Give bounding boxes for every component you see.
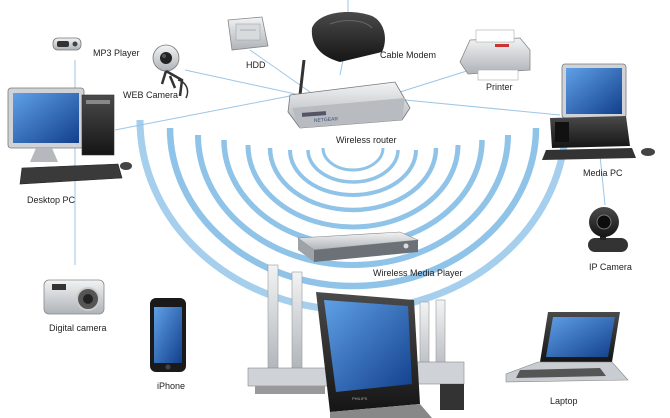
ip-camera-icon (588, 207, 628, 252)
laptop-icon (505, 312, 629, 383)
home-theater-icon (247, 264, 465, 418)
label-laptop: Laptop (550, 396, 578, 406)
label-desktop-pc: Desktop PC (27, 195, 76, 205)
hard-drive-icon (227, 16, 269, 51)
tv-brand-logo: PHILIPS (352, 396, 368, 401)
label-printer: Printer (486, 82, 513, 92)
label-hdd: HDD (246, 60, 266, 70)
smartphone-icon (150, 298, 186, 372)
connection-lines (74, 0, 606, 265)
cable-modem-icon (311, 12, 385, 62)
label-ip-camera: IP Camera (589, 262, 632, 272)
wireless-waves (136, 119, 570, 314)
label-wireless-router: Wireless router (336, 135, 397, 145)
digital-camera-icon (43, 279, 105, 315)
router-brand-logo: NETGEAR (314, 116, 339, 124)
label-iphone: iPhone (157, 381, 186, 391)
printer-icon (459, 29, 531, 81)
label-web-camera: WEB Camera (123, 90, 179, 100)
label-cable-modem: Cable Modem (380, 50, 437, 60)
web-camera-icon (152, 44, 189, 99)
mp3-player-icon (52, 37, 82, 51)
label-digital-camera: Digital camera (49, 323, 107, 333)
label-media-pc: Media PC (583, 168, 623, 178)
desktop-pc-icon (7, 87, 132, 185)
label-wireless-media-player: Wireless Media Player (373, 268, 463, 278)
media-pc-icon (542, 63, 655, 160)
wireless-router-icon (287, 59, 411, 129)
label-mp3-player: MP3 Player (93, 48, 140, 58)
media-player-icon (297, 231, 420, 262)
